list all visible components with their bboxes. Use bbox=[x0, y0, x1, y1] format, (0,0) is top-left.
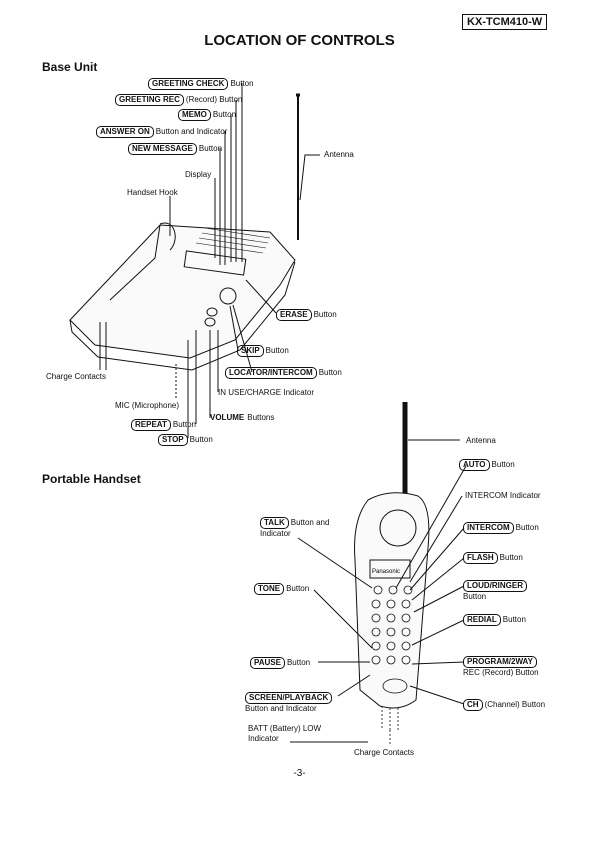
skip-button: SKIP bbox=[237, 345, 264, 357]
intercom-button: INTERCOM bbox=[463, 522, 514, 534]
memo-button: MEMO bbox=[178, 109, 211, 121]
repeat-button: REPEAT bbox=[131, 419, 171, 431]
greeting-check-button: GREETING CHECK bbox=[148, 78, 229, 90]
in-use-label: IN USE/CHARGE Indicator bbox=[218, 388, 315, 397]
model-number: KX-TCM410-W bbox=[462, 12, 548, 30]
redial-button: REDIAL bbox=[463, 614, 501, 626]
page-title: LOCATION OF CONTROLS bbox=[204, 32, 395, 49]
auto-button: AUTO bbox=[459, 459, 490, 471]
handset-antenna-label: Antenna bbox=[466, 436, 496, 445]
greeting-rec-label: GREETING REC(Record) Button bbox=[115, 94, 242, 106]
mic-label: MIC (Microphone) bbox=[115, 401, 180, 410]
flash-button: FLASH bbox=[463, 552, 498, 564]
volume-buttons-name: VOLUME bbox=[210, 413, 245, 422]
ch-label: CH(Channel) Button bbox=[463, 699, 545, 711]
locator-intercom-button: LOCATOR/INTERCOM bbox=[225, 367, 317, 379]
ch-button: CH bbox=[463, 699, 483, 711]
base-unit-heading: Base Unit bbox=[42, 60, 98, 74]
base-antenna-label: Antenna bbox=[324, 150, 354, 159]
greeting-rec-button: GREETING REC bbox=[115, 94, 184, 106]
screen-playback-button: SCREEN/PLAYBACK bbox=[245, 692, 333, 704]
program-2way-button: PROGRAM/2WAY bbox=[463, 656, 537, 668]
erase-button: ERASE bbox=[276, 309, 312, 321]
handset-brand: Panasonic bbox=[372, 569, 400, 575]
talk-button: TALK bbox=[260, 517, 289, 529]
page-number: -3- bbox=[293, 768, 306, 779]
intercom-indicator-label: INTERCOM Indicator bbox=[465, 491, 541, 500]
answer-on-button: ANSWER ON bbox=[96, 126, 154, 138]
handset-hook-label: Handset Hook bbox=[127, 188, 178, 197]
stop-button: STOP bbox=[158, 434, 188, 446]
pause-button: PAUSE bbox=[250, 657, 285, 669]
new-message-button: NEW MESSAGE bbox=[128, 143, 197, 155]
loud-ringer-button: LOUD/RINGER bbox=[463, 580, 527, 592]
display-label: Display bbox=[185, 170, 212, 179]
tone-button: TONE bbox=[254, 583, 285, 595]
handset-heading: Portable Handset bbox=[42, 472, 141, 486]
handset-charge-contacts-label: Charge Contacts bbox=[354, 748, 415, 757]
base-charge-contacts-label: Charge Contacts bbox=[46, 372, 107, 381]
